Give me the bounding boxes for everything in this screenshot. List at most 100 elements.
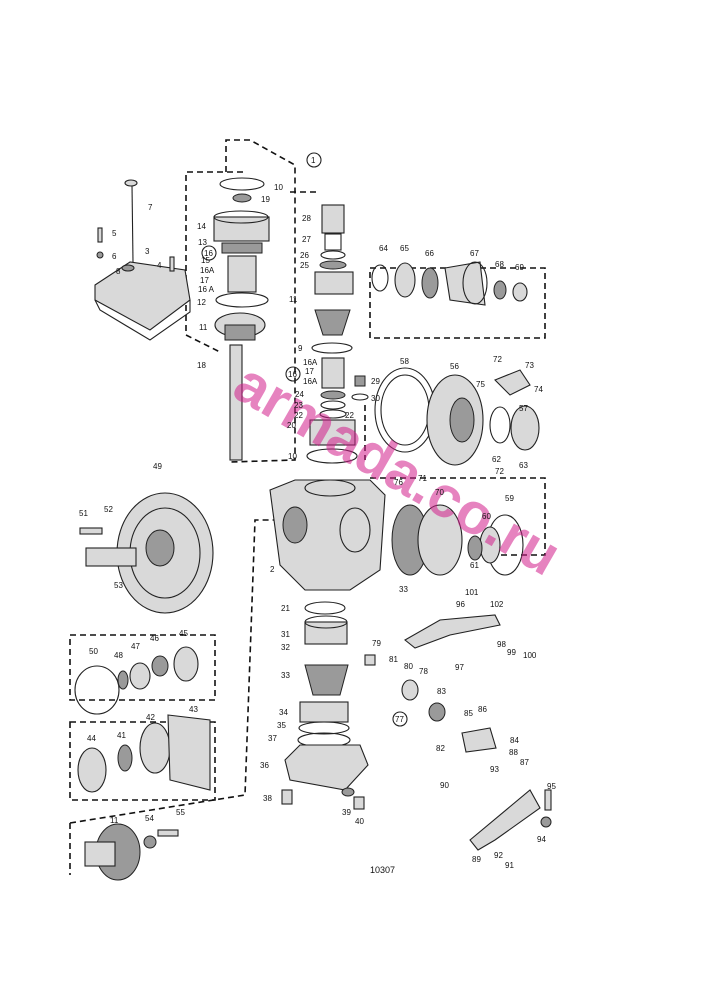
label-10: 10 (274, 183, 283, 192)
diff-case-70 (417, 504, 463, 576)
label-37: 37 (268, 734, 277, 743)
label-56: 56 (450, 362, 459, 371)
housing-83 (428, 702, 446, 722)
shim-12 (215, 292, 269, 308)
label-51: 51 (79, 509, 88, 518)
label-67: 67 (470, 249, 479, 258)
label-57: 57 (519, 404, 528, 413)
label-17: 17 (305, 367, 314, 376)
seal-64 (371, 264, 389, 292)
callout-16-a: 16 (201, 245, 217, 261)
plug-29 (354, 375, 366, 387)
bearing-31-top (304, 615, 348, 629)
lever-97 (404, 614, 501, 649)
group-outlines (69, 139, 546, 875)
label-91: 91 (505, 861, 514, 870)
label-86: 86 (478, 705, 487, 714)
bearing-31 (304, 621, 348, 645)
label-12: 12 (197, 298, 206, 307)
bolt-95 (544, 789, 552, 811)
dipstick-rod (131, 184, 134, 263)
label-99: 99 (507, 648, 516, 657)
label-94: 94 (537, 835, 546, 844)
bolt-79 (364, 654, 376, 666)
race-57 (489, 406, 511, 444)
label-16A: 16A (303, 358, 318, 367)
washer-54 (143, 835, 157, 849)
label-58: 58 (400, 357, 409, 366)
callout-77: 77 (392, 711, 408, 727)
sleeve-28 (321, 204, 345, 234)
nut-24 (320, 390, 346, 400)
label-40: 40 (355, 817, 364, 826)
nut-69 (512, 282, 528, 302)
spring-27 (324, 233, 342, 251)
bolt-5 (97, 227, 103, 243)
label-20: 20 (287, 421, 296, 430)
label-68: 68 (495, 260, 504, 269)
label-35: 35 (277, 721, 286, 730)
label-75: 75 (476, 380, 485, 389)
label-69: 69 (515, 263, 524, 272)
label-2: 2 (270, 565, 275, 574)
label-55: 55 (176, 808, 185, 817)
label-21: 21 (281, 604, 290, 613)
label-30: 30 (371, 394, 380, 403)
label-34: 34 (279, 708, 288, 717)
label-71: 71 (418, 474, 427, 483)
label-63: 63 (519, 461, 528, 470)
label-100: 100 (523, 651, 537, 660)
bracket-72 (494, 369, 531, 396)
cover-36 (284, 744, 369, 791)
label-16A: 16A (303, 377, 318, 386)
bevel-gear-11-hub (224, 324, 256, 341)
race-61 (467, 535, 483, 561)
differential-group-outline (370, 477, 546, 556)
bolt-38 (281, 789, 293, 805)
o-ring-50 (74, 665, 120, 715)
fitting-80 (401, 679, 419, 701)
bearing-14-top (213, 210, 269, 224)
label-44: 44 (87, 734, 96, 743)
washer-68 (493, 280, 507, 300)
label-81: 81 (389, 655, 398, 664)
label-16A: 16 A (198, 285, 215, 294)
label-84: 84 (510, 736, 519, 745)
label-26: 26 (300, 251, 309, 260)
label-90: 90 (440, 781, 449, 790)
callouts: 1 16 16 77 (201, 152, 408, 727)
label-64: 64 (379, 244, 388, 253)
callout-16-b-label: 16 (288, 370, 297, 379)
ring-10-lower (306, 448, 358, 464)
label-101: 101 (465, 588, 479, 597)
callout-16-a-label: 16 (204, 249, 213, 258)
callout-1-label: 1 (311, 156, 316, 165)
label-15: 15 (201, 256, 210, 265)
label-36: 36 (260, 761, 269, 770)
washer-30 (351, 393, 369, 401)
ring-41 (117, 744, 133, 772)
ring-65 (394, 262, 416, 298)
label-23: 23 (294, 401, 303, 410)
housing-top-bore (304, 479, 356, 497)
label-93: 93 (490, 765, 499, 774)
label-54: 54 (145, 814, 154, 823)
label-25: 25 (300, 261, 309, 270)
cover-49-hub (145, 529, 175, 567)
top-cover-edge (94, 299, 191, 341)
label-17: 17 (200, 276, 209, 285)
label-45: 45 (179, 629, 188, 638)
label-11: 11 (199, 323, 208, 332)
pinion-11 (314, 309, 351, 336)
label-46: 46 (150, 634, 159, 643)
pinion-33 (304, 664, 349, 696)
top-cover (94, 261, 191, 331)
part-labels: 10 19 7 5 6 3 4 8 14 13 15 16A 17 16 A 1… (79, 183, 556, 875)
label-53: 53 (114, 581, 123, 590)
label-80: 80 (404, 662, 413, 671)
label-78: 78 (419, 667, 428, 676)
label-18: 18 (197, 361, 206, 370)
part-drawings (74, 177, 552, 881)
left-gear-group-outline (69, 519, 275, 875)
label-74: 74 (534, 385, 543, 394)
